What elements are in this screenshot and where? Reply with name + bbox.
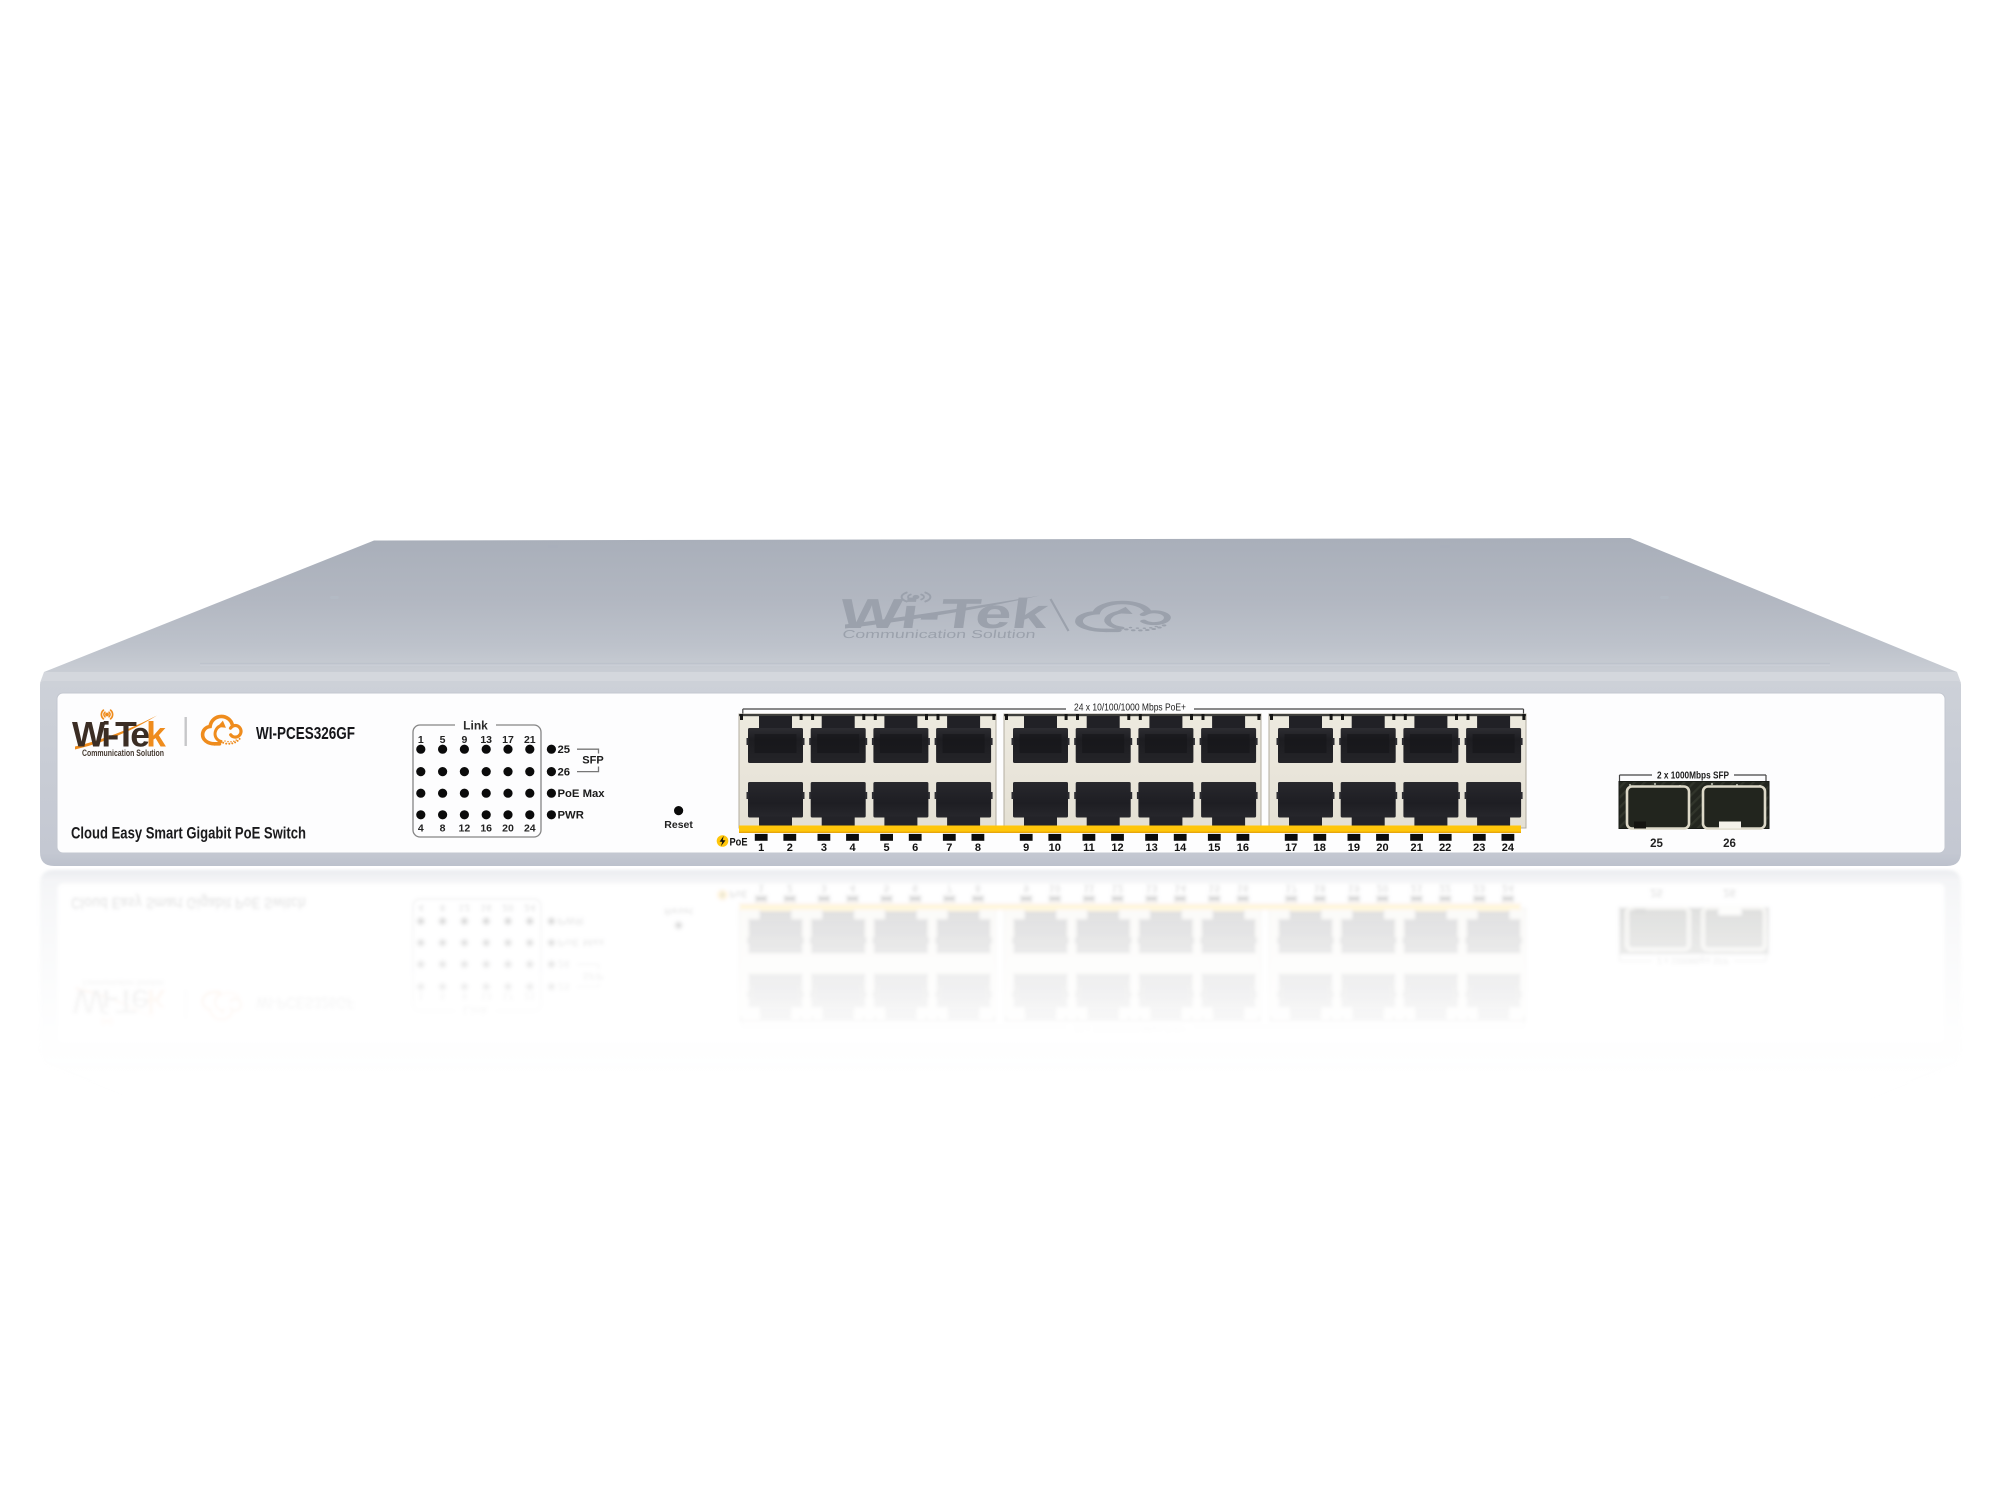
svg-text:18: 18: [1314, 842, 1326, 854]
svg-text:24: 24: [524, 823, 536, 835]
svg-text:3: 3: [821, 842, 827, 854]
svg-text:9: 9: [461, 734, 467, 746]
svg-text:4: 4: [418, 823, 424, 835]
svg-text:PoE Max: PoE Max: [558, 788, 606, 800]
svg-text:25: 25: [1650, 838, 1663, 850]
svg-text:16: 16: [1237, 842, 1249, 854]
svg-text:1: 1: [758, 842, 764, 854]
svg-text:5: 5: [884, 842, 890, 854]
svg-text:24 x 10/100/1000 Mbps PoE+: 24 x 10/100/1000 Mbps PoE+: [1074, 702, 1186, 714]
svg-text:Wi-Tek: Wi-Tek: [837, 590, 1052, 637]
svg-text:21: 21: [524, 734, 536, 746]
svg-text:11: 11: [1083, 842, 1095, 854]
svg-text:13: 13: [480, 734, 492, 746]
svg-text:26: 26: [558, 766, 571, 778]
svg-text:Communication Solution: Communication Solution: [842, 629, 1037, 641]
svg-text:21: 21: [1410, 842, 1422, 854]
svg-text:PoE: PoE: [730, 837, 748, 849]
svg-text:7: 7: [946, 842, 952, 854]
svg-text:SFP: SFP: [582, 755, 603, 767]
svg-text:14: 14: [1174, 842, 1187, 854]
svg-text:6: 6: [912, 842, 918, 854]
svg-text:4: 4: [849, 842, 856, 854]
svg-text:2: 2: [787, 842, 793, 854]
svg-text:Cloud Easy Smart Gigabit PoE S: Cloud Easy Smart Gigabit PoE Switch: [71, 825, 306, 843]
svg-text:17: 17: [1285, 842, 1297, 854]
svg-text:13: 13: [1145, 842, 1157, 854]
svg-text:1: 1: [418, 734, 424, 746]
svg-text:19: 19: [1348, 842, 1360, 854]
svg-text:Communication Solution: Communication Solution: [82, 748, 164, 758]
svg-text:22: 22: [1439, 842, 1451, 854]
svg-text:16: 16: [480, 823, 492, 835]
svg-text:26: 26: [1723, 838, 1736, 850]
svg-text:20: 20: [502, 823, 514, 835]
svg-text:WI-PCES326GF: WI-PCES326GF: [256, 723, 355, 743]
svg-text:12: 12: [459, 823, 471, 835]
svg-text:24: 24: [1502, 842, 1515, 854]
svg-text:Wi-Tek: Wi-Tek: [72, 714, 166, 754]
svg-text:12: 12: [1111, 842, 1123, 854]
svg-text:5: 5: [440, 734, 446, 746]
svg-text:25: 25: [558, 744, 571, 756]
svg-text:Reset: Reset: [664, 819, 693, 831]
svg-text:17: 17: [502, 734, 514, 746]
svg-text:8: 8: [440, 823, 446, 835]
svg-text:8: 8: [975, 842, 981, 854]
svg-text:10: 10: [1049, 842, 1061, 854]
svg-text:2 x 1000Mbps SFP: 2 x 1000Mbps SFP: [1657, 771, 1729, 782]
svg-text:Link: Link: [463, 719, 488, 733]
svg-text:PWR: PWR: [558, 810, 584, 822]
svg-text:15: 15: [1208, 842, 1220, 854]
svg-text:23: 23: [1473, 842, 1485, 854]
svg-text:20: 20: [1376, 842, 1388, 854]
svg-text:9: 9: [1023, 842, 1029, 854]
